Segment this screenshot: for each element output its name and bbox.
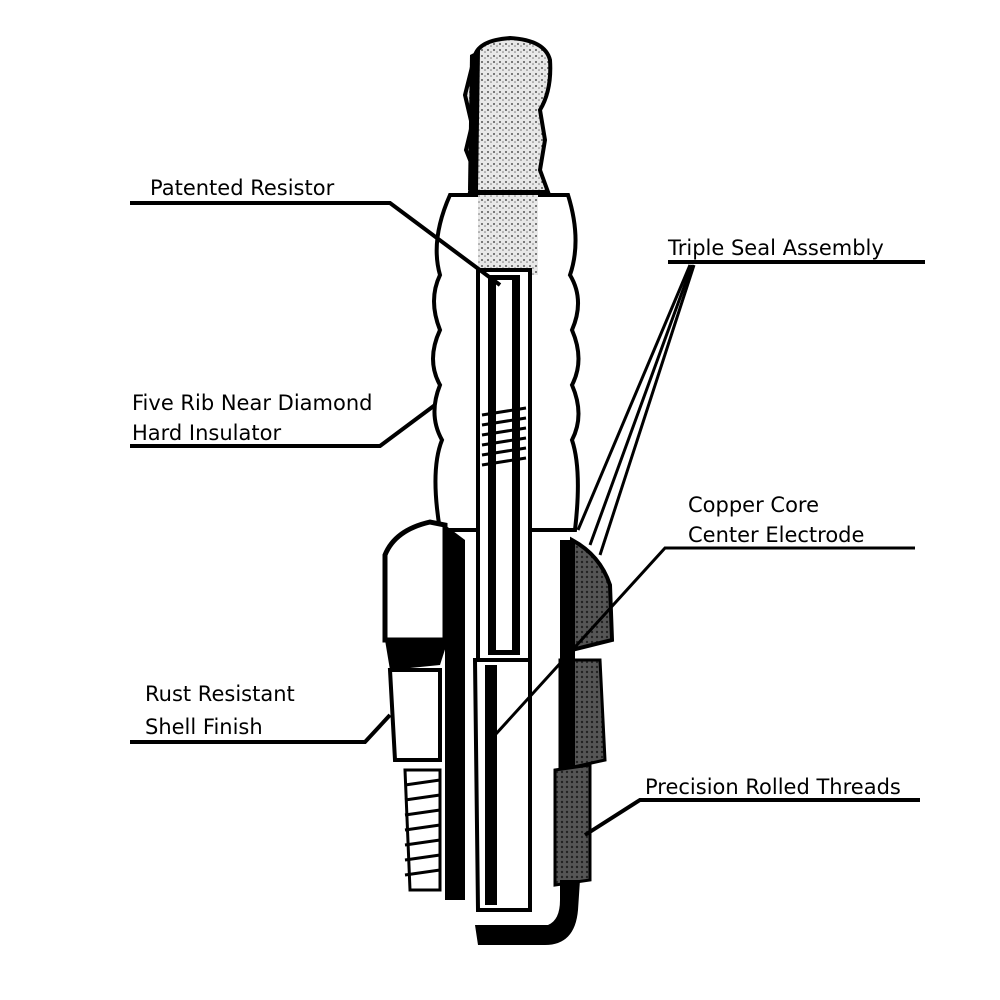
label-shell-line2: Shell Finish <box>145 715 263 739</box>
label-patented-resistor: Patented Resistor <box>150 176 335 200</box>
leader-lines <box>130 201 925 837</box>
label-precision-rolled-threads: Precision Rolled Threads <box>645 775 901 799</box>
label-insulator-line1: Five Rib Near Diamond <box>132 391 373 415</box>
label-electrode-line2: Center Electrode <box>688 523 865 547</box>
label-electrode-line1: Copper Core <box>688 493 820 517</box>
ground-electrode <box>475 880 580 945</box>
shell <box>382 519 615 900</box>
label-triple-seal-assembly: Triple Seal Assembly <box>668 236 884 260</box>
label-shell-line1: Rust Resistant <box>145 682 295 706</box>
terminal-nut <box>462 35 553 194</box>
center-electrode <box>472 268 532 912</box>
threads <box>403 763 592 892</box>
label-insulator-line2: Hard Insulator <box>132 421 282 445</box>
